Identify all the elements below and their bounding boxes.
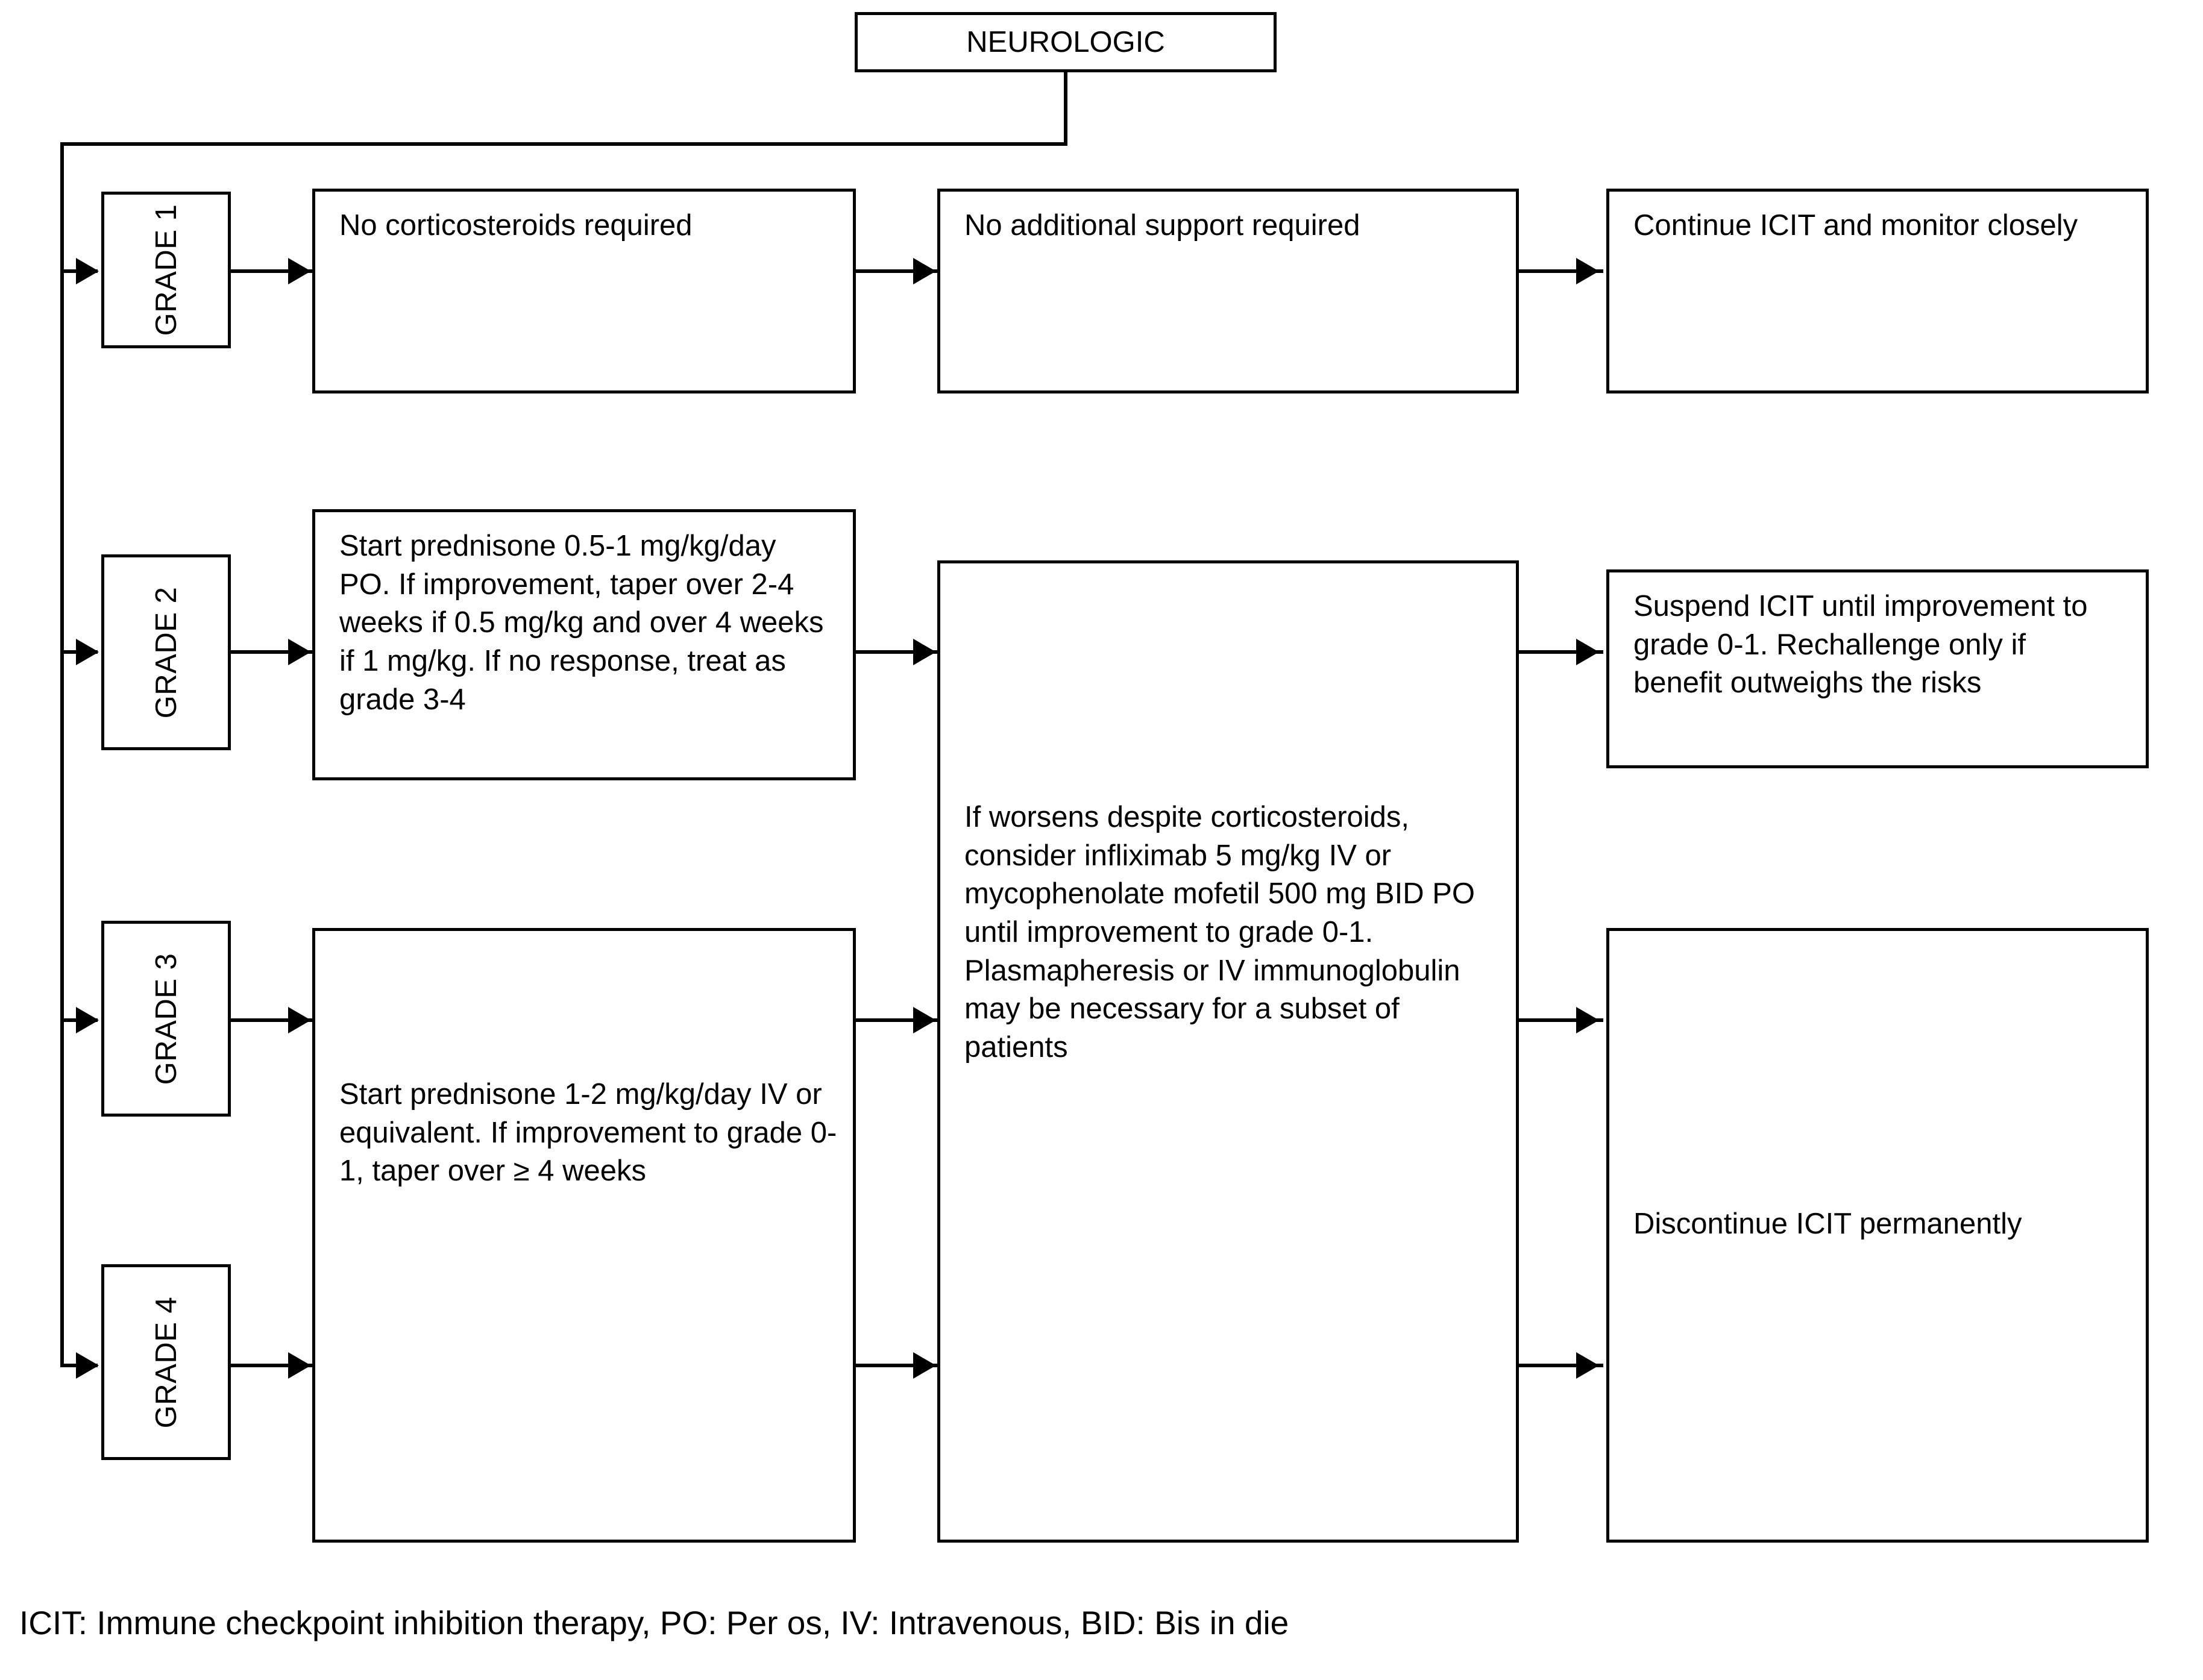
abbreviation-footnote: ICIT: Immune checkpoint inhibition thera… xyxy=(19,1604,1289,1641)
arrow-escalation-to-disposition34-b xyxy=(1576,1352,1599,1379)
arrow-spine-to-grade4 xyxy=(76,1352,99,1379)
arrow-escalation-to-disposition2 xyxy=(1576,639,1599,665)
treatment-text-grade1: No corticosteroids required xyxy=(339,209,693,242)
arrow-grade4-to-treatment xyxy=(288,1352,311,1379)
treatment-box-grade2: Start prednisone 0.5-1 mg/kg/day PO. If … xyxy=(312,509,856,780)
grade-box-2: GRADE 2 xyxy=(101,554,231,750)
disposition-box-grade1: Continue ICIT and monitor closely xyxy=(1606,189,2149,393)
arrow-grade1-to-treatment xyxy=(288,258,311,284)
disposition-box-grade2: Suspend ICIT until improvement to grade … xyxy=(1606,569,2149,768)
grade-box-1: GRADE 1 xyxy=(101,192,231,348)
connector-grade1-to-treatment xyxy=(231,269,315,273)
title-box-neurologic: NEUROLOGIC xyxy=(855,12,1277,72)
connector-escalation-to-disposition34-b xyxy=(1519,1364,1603,1367)
escalation-box-grade1: No additional support required xyxy=(937,189,1519,393)
treatment-box-grade34: Start prednisone 1-2 mg/kg/day IV or equ… xyxy=(312,928,856,1543)
treatment-text-grade34: Start prednisone 1-2 mg/kg/day IV or equ… xyxy=(339,1078,837,1188)
connector-grade2-to-treatment xyxy=(231,650,315,654)
arrow-treatment34-to-escalation-a xyxy=(913,1007,936,1033)
grade-label-1: GRADE 1 xyxy=(149,204,183,336)
disposition-text-grade1: Continue ICIT and monitor closely xyxy=(1633,209,2078,242)
arrow-spine-to-grade1 xyxy=(76,258,99,284)
connector-treatment2-to-escalation xyxy=(856,650,940,654)
arrow-spine-to-grade2 xyxy=(76,639,99,665)
arrow-treatment34-to-escalation-b xyxy=(913,1352,936,1379)
disposition-text-grade2: Suspend ICIT until improvement to grade … xyxy=(1633,590,2088,700)
disposition-text-grade34: Discontinue ICIT permanently xyxy=(1633,1208,2022,1240)
arrow-spine-to-grade3 xyxy=(76,1007,99,1033)
connector-escalation-to-disposition2 xyxy=(1519,650,1603,654)
arrow-escalation-to-disposition34-a xyxy=(1576,1007,1599,1033)
escalation-text-grade234: If worsens despite corticosteroids, cons… xyxy=(964,801,1475,1064)
treatment-box-grade1: No corticosteroids required xyxy=(312,189,856,393)
treatment-text-grade2: Start prednisone 0.5-1 mg/kg/day PO. If … xyxy=(339,530,824,716)
arrow-treatment2-to-escalation xyxy=(913,639,936,665)
arrow-grade2-to-treatment xyxy=(288,639,311,665)
disposition-box-grade34: Discontinue ICIT permanently xyxy=(1606,928,2149,1543)
connector-grade3-to-treatment xyxy=(231,1018,315,1022)
grade-label-2: GRADE 2 xyxy=(149,586,183,718)
page-title: NEUROLOGIC xyxy=(966,25,1165,58)
grade-box-3: GRADE 3 xyxy=(101,921,231,1117)
arrow-treatment1-to-escalation1 xyxy=(913,258,936,284)
arrow-escalation1-to-disposition1 xyxy=(1576,258,1599,284)
connector-treatment34-to-escalation-a xyxy=(856,1018,940,1022)
connector-treatment1-to-escalation1 xyxy=(856,269,940,273)
connector-left-spine xyxy=(60,142,64,1365)
connector-title-stem xyxy=(1064,72,1067,145)
connector-grade4-to-treatment xyxy=(231,1364,315,1367)
grade-label-4: GRADE 4 xyxy=(149,1296,183,1428)
connector-treatment34-to-escalation-b xyxy=(856,1364,940,1367)
escalation-box-grade234: If worsens despite corticosteroids, cons… xyxy=(937,560,1519,1543)
connector-title-horizontal xyxy=(60,142,1067,146)
arrow-grade3-to-treatment xyxy=(288,1007,311,1033)
escalation-text-grade1: No additional support required xyxy=(964,209,1360,242)
connector-escalation1-to-disposition1 xyxy=(1519,269,1603,273)
connector-escalation-to-disposition34-a xyxy=(1519,1018,1603,1022)
grade-label-3: GRADE 3 xyxy=(149,953,183,1085)
grade-box-4: GRADE 4 xyxy=(101,1264,231,1460)
